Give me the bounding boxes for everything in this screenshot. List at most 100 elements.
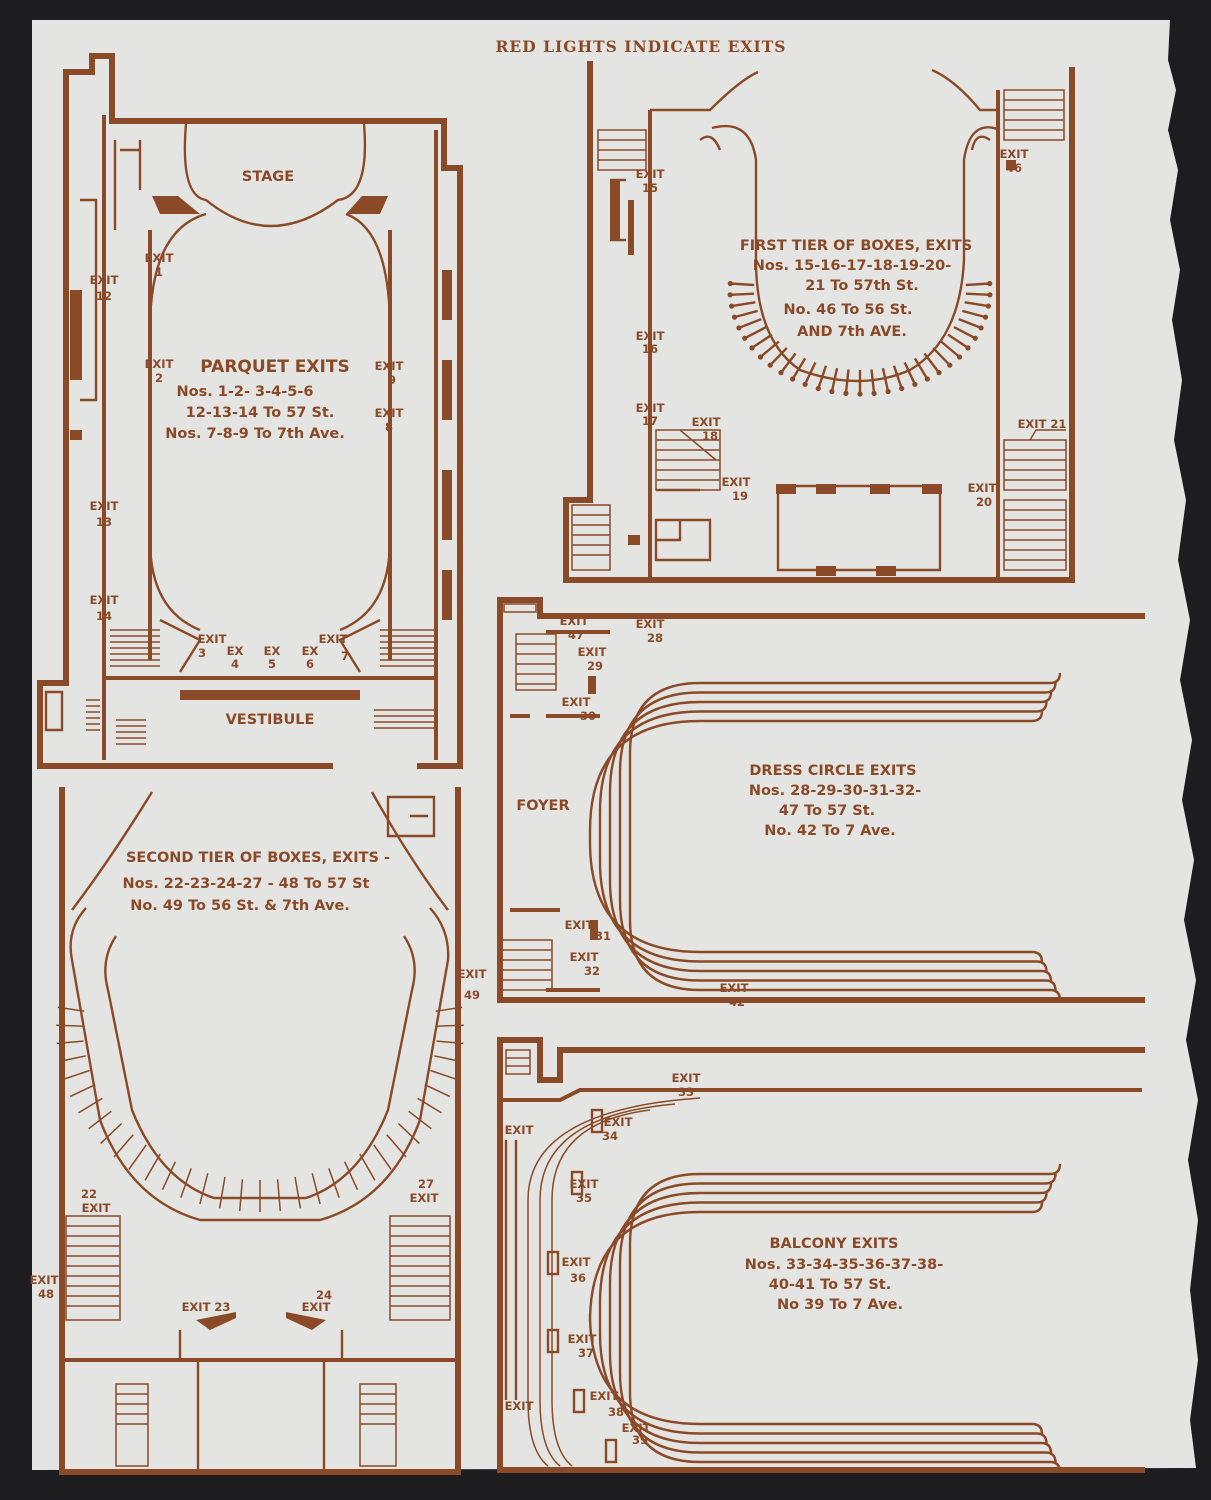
exit-16-label: EXIT (636, 329, 665, 343)
balcony-rail (588, 1210, 1044, 1435)
box-seat-mark (972, 335, 978, 341)
exit-12-number: 12 (96, 289, 112, 303)
balcony-exit-box (572, 1388, 586, 1414)
seat-row-divider (436, 1040, 464, 1045)
box-seat-mark (987, 292, 993, 298)
parquet-plan (37, 53, 463, 769)
seat-row-divider (128, 1144, 147, 1170)
dress-circle-rails (588, 672, 1062, 1001)
exit-20-label: EXIT (968, 481, 997, 495)
box-seat-mark (742, 335, 748, 341)
exit-30-number: 30 (580, 709, 596, 723)
exit-17-label: EXIT (636, 401, 665, 415)
balcony-legend: BALCONY EXITS Nos. 33-34-35-36-37-38- 40… (745, 1236, 943, 1313)
second-tier-seat-rows (56, 1006, 464, 1212)
exit-18-label: EXIT (692, 415, 721, 429)
parquet-line2: 12-13-14 To 57 St. (186, 405, 335, 421)
box-seat-mark (857, 391, 863, 397)
exit-29-label: EXIT (578, 645, 607, 659)
exit-38-label: EXIT (590, 1389, 619, 1403)
seat-row-divider (144, 1153, 161, 1181)
seat-row-divider (408, 1110, 432, 1130)
exit-6-label: EX (302, 644, 319, 658)
exit-9-number: 9 (388, 373, 396, 387)
exit-13-label: EXIT (90, 499, 119, 513)
seat-row-divider (328, 1167, 340, 1198)
second-tier-line2: Nos. 22-23-24-27 - 48 To 57 St (123, 876, 370, 892)
seat-row-divider (199, 1173, 209, 1205)
seat-row-divider (359, 1153, 376, 1181)
seat-row-divider (397, 1122, 420, 1144)
box-partition (751, 333, 773, 349)
exit-5-label: EX (264, 644, 281, 658)
dress-circle-line2: 47 To 57 St. (779, 803, 875, 819)
seat-row-divider (59, 1055, 86, 1063)
exit-18-number: 18 (702, 429, 718, 443)
exit-29-number: 29 (587, 659, 603, 673)
exit-2-number: 2 (155, 371, 163, 385)
box-partition (947, 333, 969, 349)
box-seat-mark (987, 280, 993, 287)
seat-row-divider (56, 1040, 84, 1045)
first-tier-plan (563, 61, 1075, 583)
seat-row-divider (434, 1055, 461, 1063)
box-seat-mark (871, 390, 877, 396)
exit-16-number: 16 (642, 342, 658, 356)
paper-sheet (32, 20, 1198, 1470)
exit-20-number: 20 (976, 495, 992, 509)
first-tier-line5: AND 7th AVE. (797, 324, 907, 340)
dress-circle-rail (588, 719, 1044, 963)
exit-2-label: EXIT (145, 357, 174, 371)
exit-6-number: 6 (306, 657, 314, 671)
dress-circle-line1: Nos. 28-29-30-31-32- (749, 783, 921, 799)
exit-23-label: EXIT 23 (182, 1300, 231, 1314)
exit-48-label: EXIT (30, 1273, 59, 1287)
box-partition (892, 365, 903, 389)
box-seat-mark (727, 280, 733, 287)
box-seat-mark (778, 370, 784, 376)
box-partition (965, 282, 990, 287)
balcony-exit-bottom-left: EXIT (505, 1399, 534, 1413)
exit-24-number: 24 (316, 1288, 332, 1302)
balcony-outer-rail (539, 1103, 676, 1467)
parquet-stage-label: STAGE (242, 169, 294, 185)
exit-30-label: EXIT (562, 695, 591, 709)
seat-row-divider (69, 1084, 96, 1098)
exit-39-label: EXIT (622, 1421, 651, 1435)
exit-35-number: 35 (576, 1191, 592, 1205)
exit-14-number: 14 (96, 609, 112, 623)
box-partition (903, 361, 916, 385)
seat-row-divider (57, 1006, 85, 1012)
box-seat-mark (767, 362, 773, 368)
box-partition (844, 369, 850, 394)
parquet-vestibule-label: VESTIBULE (226, 712, 315, 728)
box-seat-mark (965, 345, 971, 351)
exit-47-number: 47 (568, 628, 584, 642)
seat-row-divider (238, 1179, 244, 1212)
exit-48-number: 48 (38, 1287, 54, 1301)
parquet-line1: Nos. 1-2- 3-4-5-6 (177, 384, 314, 400)
second-tier-legend: SECOND TIER OF BOXES, EXITS - Nos. 22-23… (123, 850, 391, 914)
parquet-legend: PARQUET EXITS Nos. 1-2- 3-4-5-6 12-13-14… (165, 357, 349, 442)
exit-36-label: EXIT (562, 1255, 591, 1269)
dress-circle-legend: DRESS CIRCLE EXITS Nos. 28-29-30-31-32- … (749, 763, 921, 839)
box-seat-mark (731, 314, 738, 320)
box-partition (730, 292, 755, 296)
box-partition (817, 365, 828, 389)
box-partition (964, 301, 989, 308)
exit-35-label: EXIT (570, 1177, 599, 1191)
box-seat-mark (736, 325, 742, 331)
seat-row-divider (424, 1084, 451, 1098)
balcony-exit-box (546, 1328, 560, 1354)
seat-row-divider (56, 1024, 84, 1027)
exit-5-number: 5 (268, 657, 276, 671)
box-partition (731, 301, 756, 308)
box-seat-mark (947, 362, 953, 368)
seat-row-divider (218, 1176, 226, 1209)
exit-22-label: EXIT (82, 1201, 111, 1215)
exit-4-number: 4 (231, 657, 239, 671)
box-partition (870, 369, 876, 394)
exit-17-number: 17 (642, 414, 658, 428)
foyer-label: FOYER (516, 798, 569, 814)
balcony-rails (527, 1097, 1062, 1473)
